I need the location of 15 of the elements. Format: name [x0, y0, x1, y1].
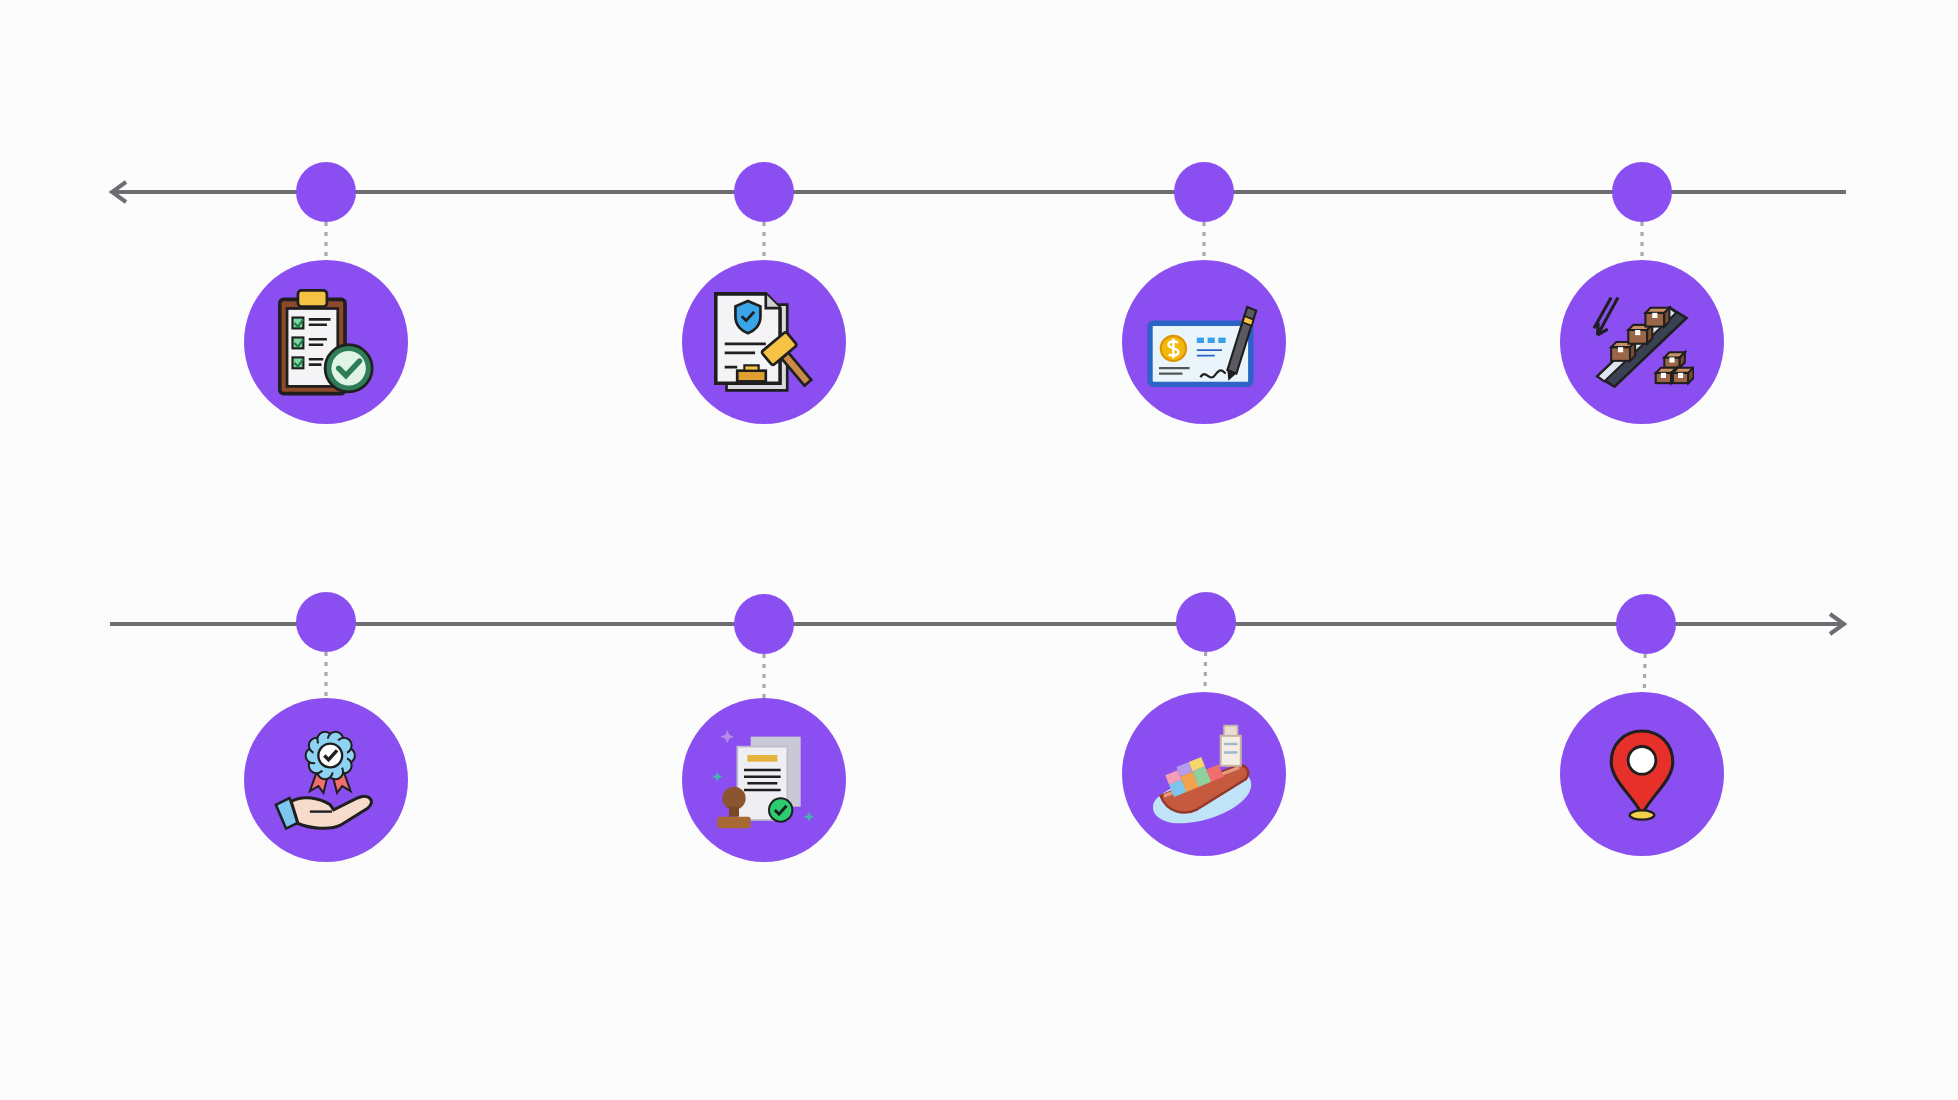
dotted-connector [324, 222, 328, 260]
timeline-dot [734, 594, 794, 654]
timeline-dot [734, 162, 794, 222]
timeline-dot [1616, 594, 1676, 654]
dotted-connector [1642, 653, 1647, 693]
dotted-connector [762, 222, 766, 260]
dotted-connector [762, 654, 766, 698]
dotted-connector [324, 652, 328, 698]
timeline-dot [1174, 162, 1234, 222]
dotted-connector [1640, 222, 1644, 260]
timeline-dot [296, 162, 356, 222]
timeline-dot [1176, 592, 1236, 652]
timeline-dot [1612, 162, 1672, 222]
timeline-dot [296, 592, 356, 652]
dotted-connector [1202, 222, 1206, 260]
